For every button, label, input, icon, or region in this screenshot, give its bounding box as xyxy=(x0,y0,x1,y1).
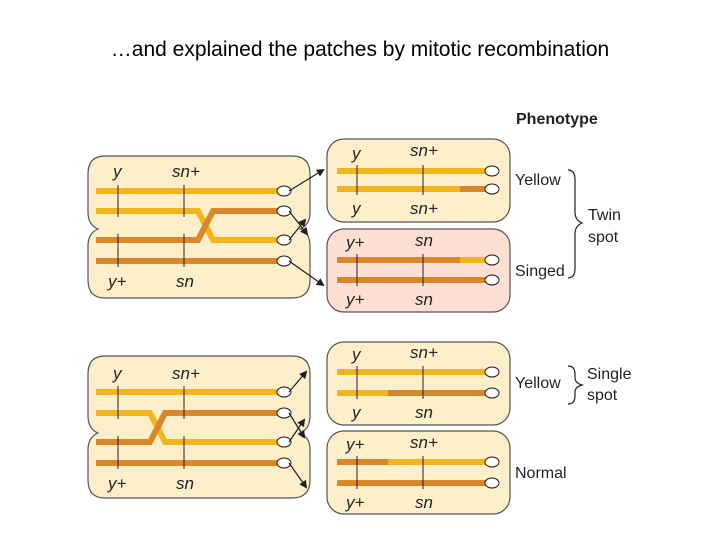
svg-text:sn+: sn+ xyxy=(410,343,438,362)
svg-text:y+: y+ xyxy=(107,474,127,493)
svg-text:sn: sn xyxy=(176,474,194,493)
gene-label-sn-plus: sn+ xyxy=(172,162,200,181)
daughter-cell-singed xyxy=(326,228,511,313)
phenotype-singed: Singed xyxy=(515,263,565,280)
group-label-spot: spot xyxy=(588,229,619,246)
svg-text:y+: y+ xyxy=(345,493,365,512)
centromere xyxy=(276,407,292,419)
phenotype-header: Phenotype xyxy=(516,111,598,128)
group-label-spot: spot xyxy=(587,387,618,404)
svg-text:y: y xyxy=(351,345,362,364)
svg-text:y+: y+ xyxy=(345,435,365,454)
svg-text:y: y xyxy=(351,144,362,163)
bracket-single-spot xyxy=(567,365,585,405)
gene-label-sn: sn xyxy=(176,272,194,291)
svg-text:y+: y+ xyxy=(345,233,365,252)
svg-text:sn+: sn+ xyxy=(410,199,438,218)
centromere xyxy=(276,234,292,246)
svg-text:y: y xyxy=(351,199,362,218)
top-panel: y sn+ y+ sn y sn+ y sn+ xyxy=(87,138,621,313)
phenotype-normal: Normal xyxy=(515,465,567,482)
bracket-twin-spot xyxy=(567,169,584,279)
centromere xyxy=(276,205,292,217)
svg-text:sn+: sn+ xyxy=(410,141,438,160)
gene-label-y-plus: y+ xyxy=(107,272,127,291)
centromere xyxy=(276,436,292,448)
group-label-twin: Twin xyxy=(588,207,621,224)
centromere xyxy=(276,386,292,398)
svg-text:y+: y+ xyxy=(345,290,365,309)
centromere xyxy=(276,457,292,469)
svg-text:sn+: sn+ xyxy=(172,364,200,383)
slide-title: …and explained the patches by mitotic re… xyxy=(110,38,610,61)
daughter-cell-yellow xyxy=(326,138,511,223)
centromere xyxy=(276,185,292,197)
phenotype-yellow: Yellow xyxy=(515,375,561,392)
svg-text:sn: sn xyxy=(415,493,433,512)
centromere xyxy=(276,255,292,267)
svg-text:sn: sn xyxy=(415,403,433,422)
daughter-cell-yellow xyxy=(326,341,511,426)
daughter-cell-normal xyxy=(326,430,511,515)
phenotype-yellow: Yellow xyxy=(515,172,561,189)
svg-text:y: y xyxy=(351,403,362,422)
chromatid-orange-1-crossed xyxy=(96,208,282,243)
group-label-single: Single xyxy=(587,366,632,383)
svg-text:sn+: sn+ xyxy=(410,433,438,452)
svg-text:y: y xyxy=(112,364,123,383)
gene-label-y: y xyxy=(112,162,123,181)
svg-text:sn: sn xyxy=(415,231,433,250)
bottom-panel: y sn+ y+ sn y sn+ y sn xyxy=(87,341,632,515)
svg-text:sn: sn xyxy=(415,290,433,309)
